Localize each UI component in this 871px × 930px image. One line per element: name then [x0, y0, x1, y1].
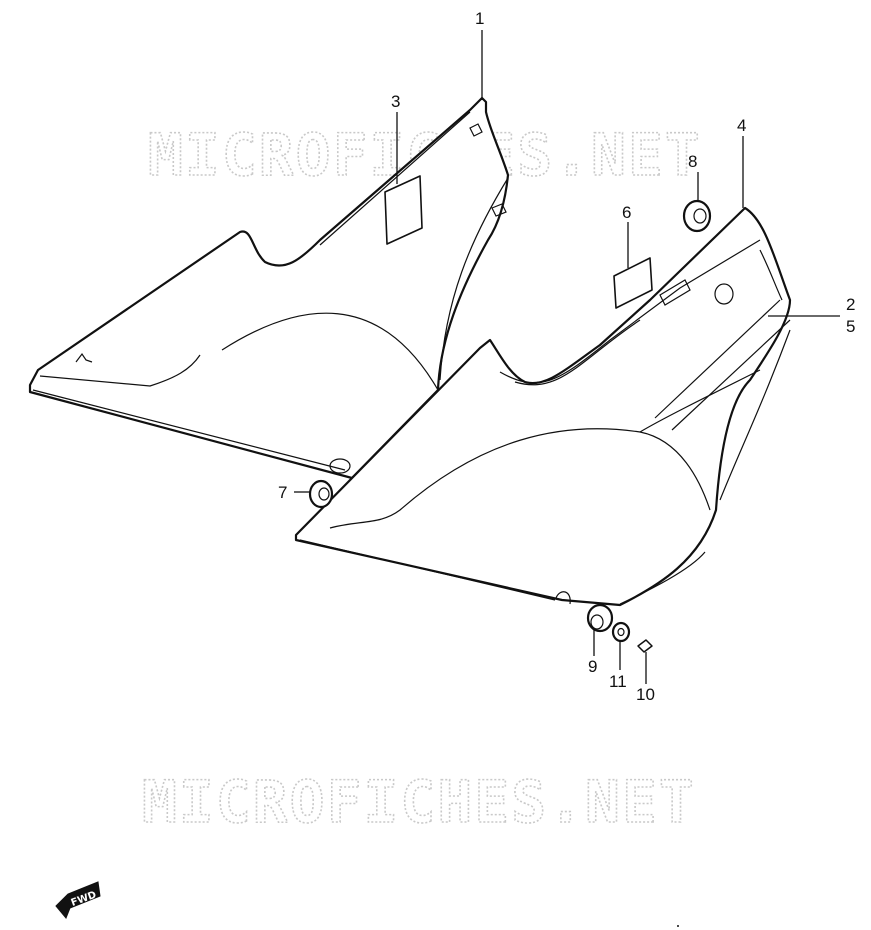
callout-4: 4 — [737, 116, 746, 135]
leader-lines — [294, 30, 840, 684]
grommet-7-icon — [308, 479, 334, 509]
callout-9: 9 — [588, 657, 597, 676]
grommet-9-icon — [586, 603, 614, 633]
callout-3: 3 — [391, 92, 400, 111]
watermark-bottom: MICROFICHES.NET — [142, 768, 696, 836]
forward-arrow-icon: FWD — [55, 881, 101, 919]
label-plate-6 — [613, 257, 653, 309]
callout-2: 2 — [846, 295, 855, 314]
callout-5: 5 — [846, 317, 855, 336]
screw-10-icon — [637, 639, 653, 653]
grommet-8-icon — [682, 199, 712, 233]
stray-dot — [677, 925, 679, 927]
callout-6: 6 — [622, 203, 631, 222]
label-plate-3 — [384, 175, 423, 245]
callout-8: 8 — [688, 152, 697, 171]
callout-1: 1 — [475, 9, 484, 28]
callout-11: 11 — [609, 672, 627, 691]
right-fairing-panel — [294, 206, 792, 607]
callout-7: 7 — [278, 483, 287, 502]
callout-10: 10 — [636, 685, 655, 704]
washer-11-icon — [611, 621, 631, 643]
